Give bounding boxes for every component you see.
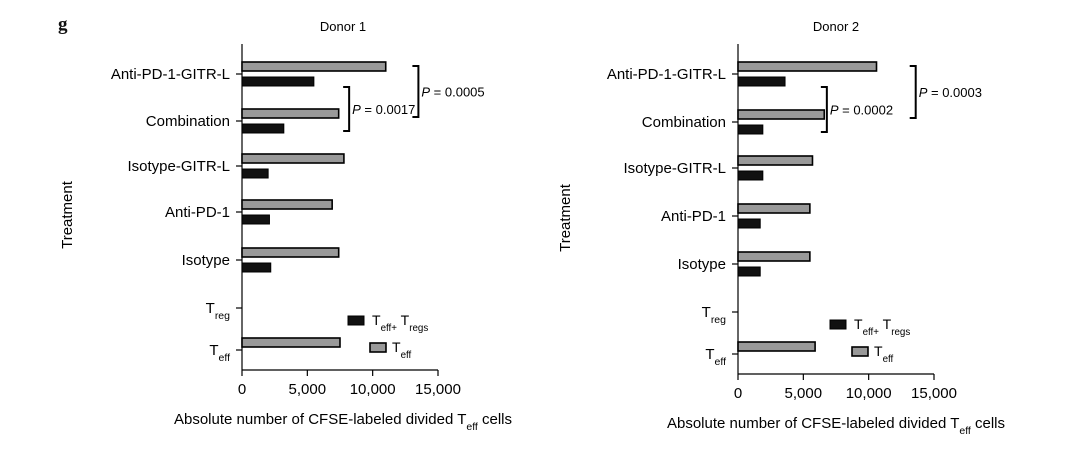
x-tick-label: 15,000 xyxy=(415,381,461,398)
x-tick-label: 5,000 xyxy=(785,385,823,402)
bar-teff-tregs xyxy=(737,218,761,229)
bar-teff xyxy=(737,251,811,262)
category-label: Anti-PD-1-GITR-L xyxy=(111,66,230,83)
category-label: Anti-PD-1-GITR-L xyxy=(607,66,726,83)
category-label: Anti-PD-1 xyxy=(165,204,230,221)
bar-teff xyxy=(737,109,826,120)
bar-teff xyxy=(737,341,816,352)
bar-teff xyxy=(737,61,878,72)
legend-label-teff: Teff xyxy=(392,339,412,361)
category-label: Isotype xyxy=(678,256,726,273)
category-label: Anti-PD-1 xyxy=(661,208,726,225)
chart-title: Donor 2 xyxy=(813,19,859,34)
significance-bracket xyxy=(343,86,351,132)
bar-teff-tregs xyxy=(241,262,272,273)
significance-bracket xyxy=(412,65,420,118)
bar-teff-tregs xyxy=(737,266,761,277)
x-axis-title: Absolute number of CFSE-labeled divided … xyxy=(174,411,512,433)
bar-teff xyxy=(241,61,387,72)
significance-bracket xyxy=(909,65,917,119)
chart-1: Donor 1 0 5,000 10,000 15,000 Anti-PD-1-GITR-… xyxy=(59,19,512,433)
x-tick-label: 15,000 xyxy=(911,385,957,402)
legend-label-teff: Teff xyxy=(874,343,894,365)
category-label: Teff xyxy=(209,342,230,364)
bar-teff-tregs xyxy=(241,76,315,87)
category-label: Teff xyxy=(705,346,726,368)
y-axis-title: Treatment xyxy=(59,180,76,249)
x-tick-label: 10,000 xyxy=(846,385,892,402)
bar-teff xyxy=(737,155,814,166)
panel-label: g xyxy=(58,14,68,35)
legend-swatch-teff-tregs xyxy=(829,319,847,330)
legend-swatch-teff xyxy=(851,346,869,357)
p-value-label: P = 0.0017 xyxy=(352,102,415,117)
category-label: Isotype-GITR-L xyxy=(127,158,230,175)
bar-teff xyxy=(241,247,340,258)
y-axis-title: Treatment xyxy=(557,183,574,252)
legend-swatch-teff xyxy=(369,342,387,353)
bar-teff xyxy=(241,199,333,210)
legend-label-teff-tregs: Teff+ Tregs xyxy=(854,316,910,338)
p-value-label: P = 0.0002 xyxy=(830,103,893,118)
bar-teff xyxy=(241,337,341,348)
x-axis-title: Absolute number of CFSE-labeled divided … xyxy=(667,415,1005,437)
significance-bracket xyxy=(820,86,828,133)
category-label: Isotype-GITR-L xyxy=(623,160,726,177)
category-label: Treg xyxy=(206,300,231,322)
bar-teff-tregs xyxy=(241,123,285,134)
bar-teff-tregs xyxy=(737,124,764,135)
category-label: Isotype xyxy=(182,252,230,269)
category-label: Treg xyxy=(702,304,727,326)
legend-label-teff-tregs: Teff+ Tregs xyxy=(372,312,428,334)
category-label: Combination xyxy=(642,114,726,131)
chart-2: Donor 2 0 5,000 10,000 15,000 Anti-PD-1-GITR-… xyxy=(557,19,1005,437)
category-label: Combination xyxy=(146,113,230,130)
p-value-label: P = 0.0005 xyxy=(421,85,484,100)
bar-teff-tregs xyxy=(241,214,270,225)
x-tick-label: 5,000 xyxy=(289,381,327,398)
p-value-label: P = 0.0003 xyxy=(919,85,982,100)
chart-title: Donor 1 xyxy=(320,19,366,34)
bar-teff xyxy=(241,108,340,119)
x-tick-label: 0 xyxy=(238,381,246,398)
bar-teff-tregs xyxy=(241,168,269,179)
bar-teff-tregs xyxy=(737,76,786,87)
bar-teff xyxy=(241,153,345,164)
bar-teff xyxy=(737,203,811,214)
x-tick-label: 0 xyxy=(734,385,742,402)
legend-swatch-teff-tregs xyxy=(347,315,365,326)
bar-teff-tregs xyxy=(737,170,764,181)
x-tick-label: 10,000 xyxy=(350,381,396,398)
